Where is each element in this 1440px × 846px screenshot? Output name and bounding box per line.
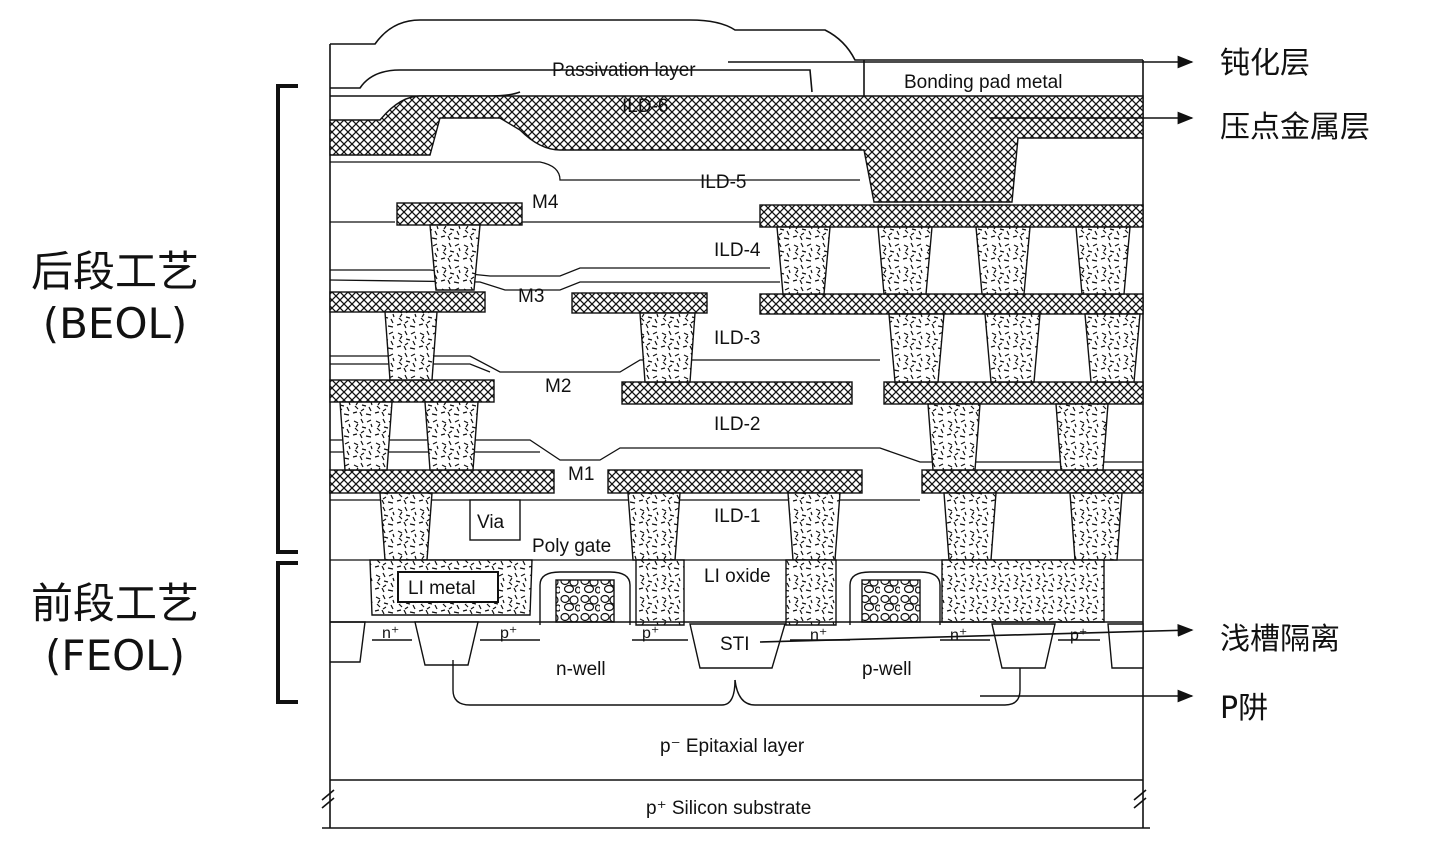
m3-mid xyxy=(571,292,708,314)
label-li-oxide: LI oxide xyxy=(704,566,771,587)
label-m2: M2 xyxy=(545,376,571,397)
dopant-pplus-3: p⁺ xyxy=(1070,627,1087,644)
label-sti: STI xyxy=(720,634,750,655)
feol-brace xyxy=(276,561,298,704)
metal-lines xyxy=(329,202,1144,494)
pad-metal-hatched xyxy=(329,95,1144,203)
label-m1: M1 xyxy=(568,464,594,485)
label-ild2: ILD-2 xyxy=(714,414,760,435)
feol-label: 前段工艺 (FEOL) xyxy=(10,578,220,682)
label-pwell: p-well xyxy=(862,659,912,680)
label-m4: M4 xyxy=(532,192,559,213)
dopant-nplus-3: n⁺ xyxy=(950,627,967,644)
beol-label: 后段工艺 (BEOL) xyxy=(10,246,220,350)
m3-right xyxy=(759,293,1144,315)
feol-label-en: (FEOL) xyxy=(45,631,185,680)
m2-left xyxy=(329,379,495,403)
m2-mid xyxy=(621,381,853,405)
callout-passivation: 钝化层 xyxy=(1220,46,1310,81)
via-box xyxy=(469,499,521,541)
label-ild4: ILD-4 xyxy=(714,240,761,261)
m1-left xyxy=(329,469,555,494)
label-nwell: n-well xyxy=(556,659,606,680)
label-li-metal: LI metal xyxy=(408,578,476,599)
beol-label-en: (BEOL) xyxy=(42,299,188,348)
m4-right xyxy=(759,204,1144,228)
label-ild5: ILD-5 xyxy=(700,172,746,193)
li-metal-box xyxy=(397,571,499,603)
m1-mid xyxy=(607,469,863,494)
dopant-pplus-1: p⁺ xyxy=(500,625,517,642)
dopant-nplus-1: n⁺ xyxy=(382,625,399,642)
label-passivation: Passivation layer xyxy=(552,60,696,81)
feol-label-cn: 前段工艺 xyxy=(30,579,199,628)
label-via: Via xyxy=(477,512,505,533)
m3-left xyxy=(329,291,486,313)
label-ild6: ILD-6 xyxy=(622,96,668,117)
callout-pad-metal: 压点金属层 xyxy=(1220,110,1370,145)
die-frame xyxy=(321,44,1150,829)
beol-label-cn: 后段工艺 xyxy=(30,247,199,296)
layer-labels: Passivation layer Bonding pad metal ILD-… xyxy=(408,60,1062,819)
callout-arrows xyxy=(728,55,1194,703)
dopant-pplus-2: p⁺ xyxy=(642,625,659,642)
m2-right xyxy=(883,381,1144,405)
m4-left xyxy=(396,202,523,226)
beol-brace xyxy=(276,84,298,554)
dopant-nplus-2: n⁺ xyxy=(810,627,827,644)
label-m3: M3 xyxy=(518,286,544,307)
passivation-layer xyxy=(330,19,1143,97)
label-substrate: p⁺ Silicon substrate xyxy=(646,798,811,819)
label-epitaxial: p⁻ Epitaxial layer xyxy=(660,736,805,757)
label-poly-gate: Poly gate xyxy=(532,536,611,557)
label-ild3: ILD-3 xyxy=(714,328,760,349)
label-ild1: ILD-1 xyxy=(714,506,760,527)
m1-right xyxy=(921,469,1144,494)
label-bonding-pad: Bonding pad metal xyxy=(904,72,1062,93)
callout-sti: 浅槽隔离 xyxy=(1220,622,1340,657)
callout-pwell: P阱 xyxy=(1220,691,1269,726)
gates xyxy=(539,571,941,625)
